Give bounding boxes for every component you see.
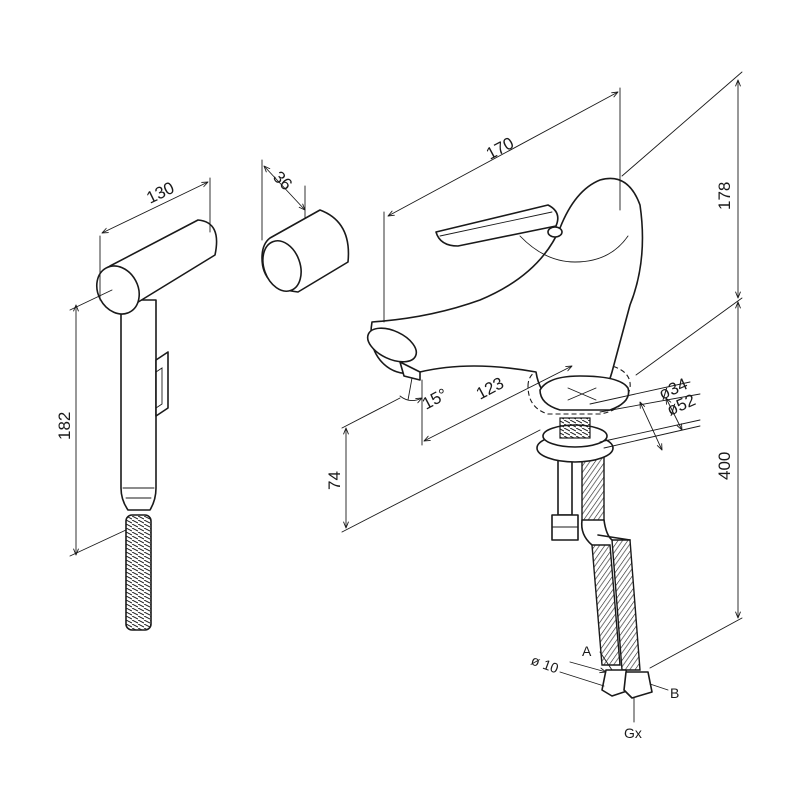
- label-a: A: [582, 643, 592, 659]
- dim-faucet-length-text: 170: [483, 133, 517, 163]
- dim-angle: 15°: [399, 377, 451, 414]
- hand-shower-hose: [125, 514, 152, 631]
- hand-shower: [95, 219, 218, 631]
- label-gx: Gx: [624, 725, 642, 741]
- dim-handle-length-text: 130: [143, 178, 177, 208]
- dim-cap-width-text: 36: [269, 167, 296, 194]
- dim-spout-height: 74: [325, 397, 541, 533]
- stud-nut: [551, 514, 579, 541]
- faucet-lever: [435, 204, 559, 247]
- dim-faucet-height-text: 178: [715, 182, 734, 210]
- hose-diameter-text: ø 10: [529, 652, 561, 677]
- dim-overall-height-text: 400: [715, 452, 734, 480]
- label-b: B: [670, 685, 679, 701]
- spout-end: [366, 327, 418, 363]
- dim-handle-height-text: 182: [55, 412, 74, 440]
- dim-spout-height-text: 74: [325, 471, 344, 490]
- cap: [261, 209, 350, 293]
- connector-a: [601, 669, 631, 697]
- dim-faucet-height: 178: [621, 71, 743, 376]
- dim-spout-reach-text: 123: [473, 373, 507, 403]
- dim-handle-height: 182: [55, 289, 127, 557]
- hose-b: [611, 539, 641, 671]
- faucet: [366, 177, 653, 699]
- connector-b: [623, 671, 653, 699]
- dim-angle-text: 15°: [419, 385, 451, 414]
- hose-a: [591, 544, 621, 666]
- dim-overall-height: 400: [649, 301, 743, 669]
